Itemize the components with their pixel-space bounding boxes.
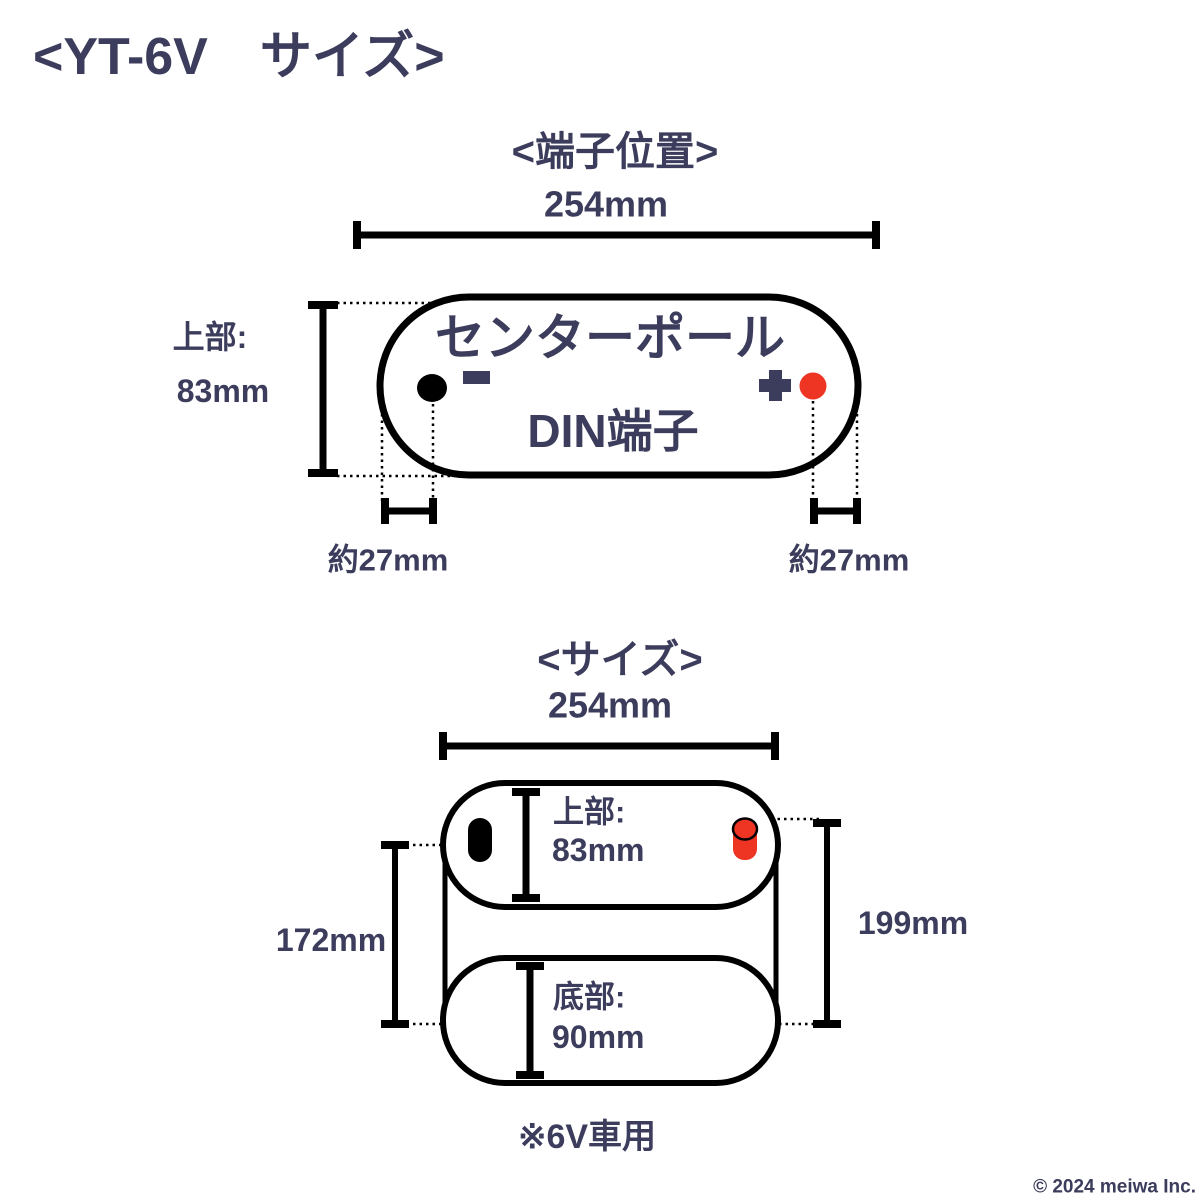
- size-section-heading: <サイズ>: [537, 638, 703, 682]
- offset-left-label: 約27mm: [328, 543, 449, 578]
- terminal-section-heading: <端子位置>: [512, 130, 719, 174]
- offset-right-label: 約27mm: [789, 543, 910, 578]
- minus-icon: [463, 371, 490, 384]
- terminal-width-dimension-line: [353, 221, 880, 249]
- terminal-upper-label: 上部:: [173, 319, 248, 355]
- terminal-upper-value: 83mm: [177, 373, 270, 409]
- plus-icon: [759, 370, 791, 401]
- terminal-dotted-guides-horizontal: [337, 301, 500, 478]
- din-terminal-label: DIN端子: [527, 405, 698, 457]
- vehicle-note: ※6V車用: [518, 1118, 656, 1156]
- terminal-dotted-guides-vertical: [380, 388, 859, 505]
- positive-terminal-dot: [799, 372, 827, 400]
- positive-terminal-post: [731, 817, 759, 860]
- body-height-label: 172mm: [276, 922, 386, 958]
- copyright: © 2024 meiwa Inc.: [1033, 1177, 1196, 1198]
- page-title: <YT-6V サイズ>: [33, 28, 445, 86]
- terminal-height-dimension-line: [308, 301, 338, 477]
- negative-terminal-post: [468, 818, 492, 862]
- upper-height-dimension-line: [512, 788, 540, 902]
- size-upper-label: 上部:: [553, 795, 625, 830]
- terminal-width-label: 254mm: [544, 184, 668, 225]
- offset-left-bracket: [381, 498, 437, 524]
- size-bottom-label: 底部:: [553, 980, 625, 1015]
- size-bottom-value: 90mm: [552, 1019, 645, 1055]
- size-upper-value: 83mm: [552, 832, 645, 868]
- size-width-label: 254mm: [548, 685, 672, 726]
- total-height-dimension-line: [813, 819, 841, 1028]
- battery-body-side-lines: [442, 845, 779, 1020]
- size-width-dimension-line: [439, 732, 779, 760]
- negative-terminal-dot: [417, 374, 447, 402]
- total-height-label: 199mm: [858, 905, 968, 941]
- center-pole-label: センターポール: [435, 310, 785, 366]
- offset-right-bracket: [810, 498, 861, 524]
- battery-top-view-outline: [376, 293, 862, 479]
- bottom-height-dimension-line: [516, 962, 544, 1079]
- body-height-dimension-line: [381, 841, 409, 1028]
